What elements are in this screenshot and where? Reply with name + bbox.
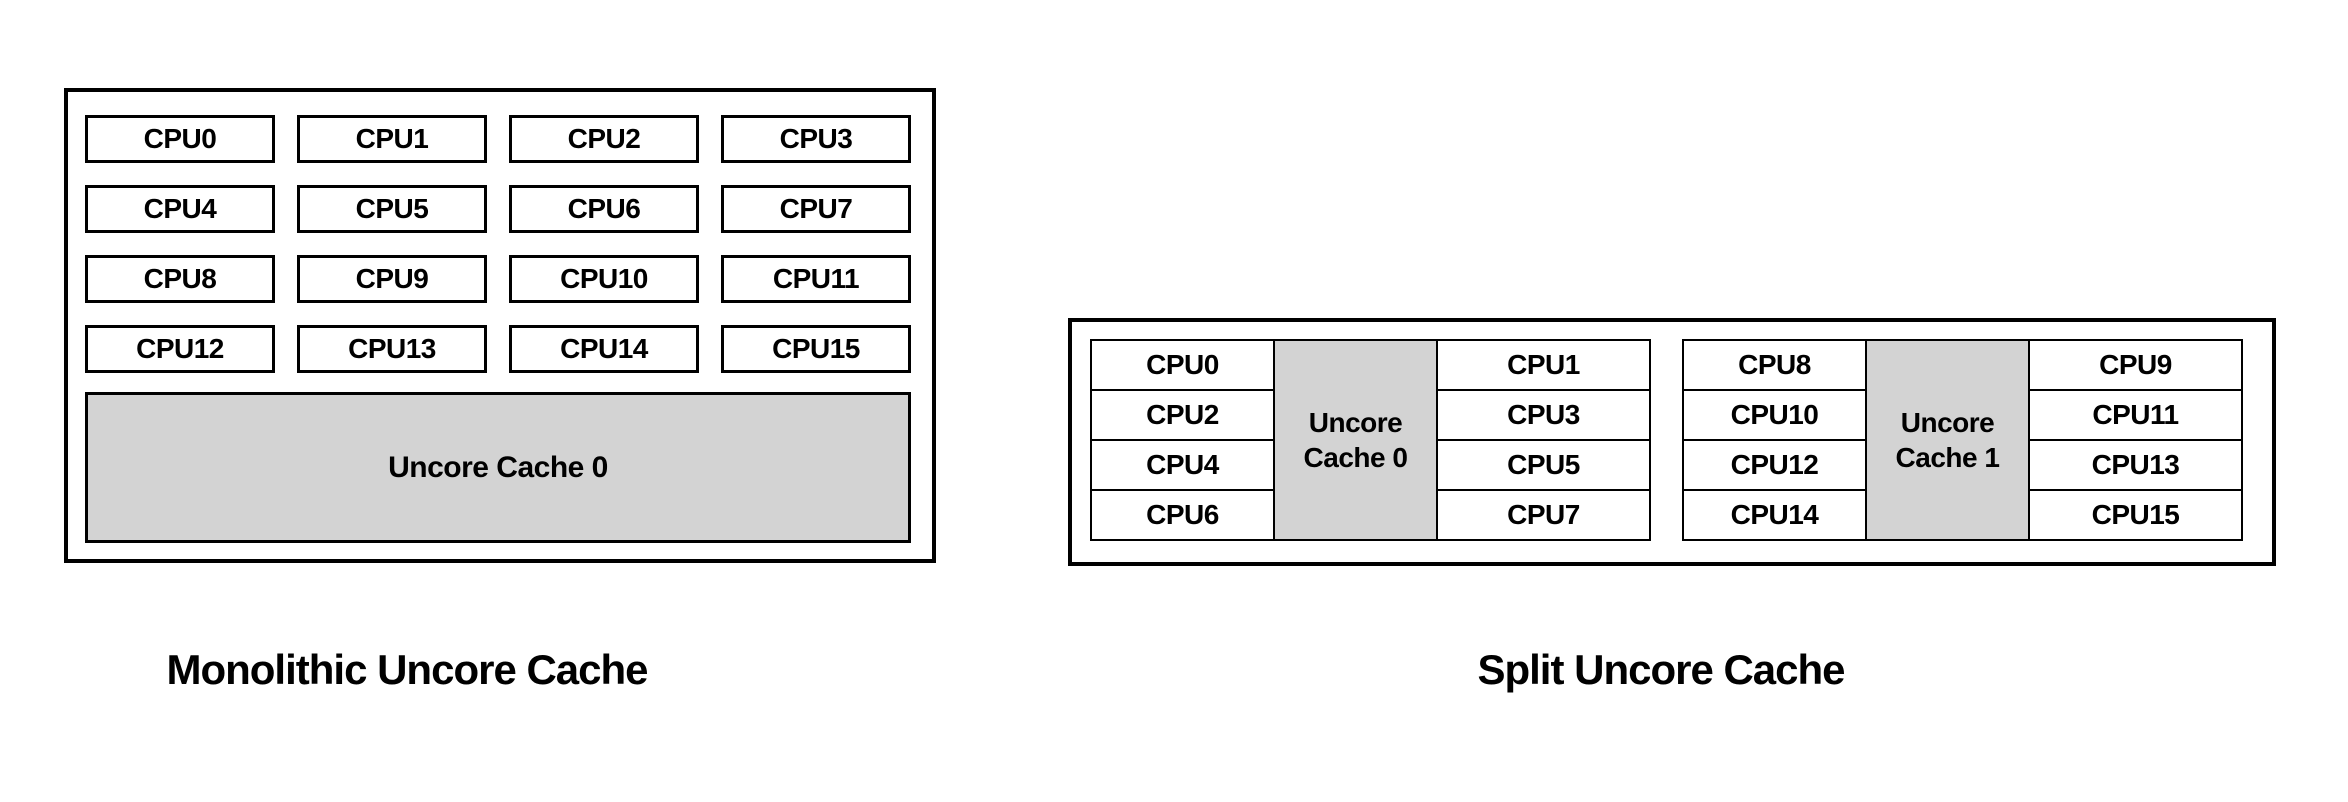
- cpu-box: CPU1: [297, 115, 487, 163]
- cpu-box: CPU14: [1684, 491, 1865, 539]
- cpu-box: CPU6: [509, 185, 699, 233]
- cpu-box: CPU8: [85, 255, 275, 303]
- cpu-box: CPU2: [509, 115, 699, 163]
- monolithic-diagram: CPU0 CPU1 CPU2 CPU3 CPU4 CPU5 CPU6 CPU7 …: [64, 88, 936, 563]
- cpu-box: CPU6: [1092, 491, 1273, 539]
- cpu-box: CPU0: [1092, 341, 1273, 389]
- cpu-box: CPU9: [2030, 341, 2241, 389]
- split-cluster-1: CPU8 CPU10 CPU12 CPU14 Uncore Cache 1 CP…: [1682, 339, 2243, 541]
- cpu-box: CPU4: [85, 185, 275, 233]
- cpu-box: CPU13: [297, 325, 487, 373]
- split-diagram: CPU0 CPU2 CPU4 CPU6 Uncore Cache 0 CPU1 …: [1068, 318, 2276, 566]
- cpu-box: CPU11: [721, 255, 911, 303]
- cpu-box: CPU12: [85, 325, 275, 373]
- cpu-box: CPU5: [297, 185, 487, 233]
- cpu-box: CPU4: [1092, 441, 1273, 489]
- cpu-box: CPU13: [2030, 441, 2241, 489]
- cpu-box: CPU8: [1684, 341, 1865, 389]
- mono-cpu-row-2: CPU4 CPU5 CPU6 CPU7: [85, 185, 911, 233]
- mono-cpu-row-3: CPU8 CPU9 CPU10 CPU11: [85, 255, 911, 303]
- cpu-box: CPU1: [1438, 341, 1649, 389]
- cpu-box: CPU12: [1684, 441, 1865, 489]
- cpu-box: CPU7: [721, 185, 911, 233]
- split-uncore-cache-1-box: Uncore Cache 1: [1867, 341, 2028, 539]
- cpu-box: CPU15: [721, 325, 911, 373]
- cpu-box: CPU14: [509, 325, 699, 373]
- mono-cpu-row-4: CPU12 CPU13 CPU14 CPU15: [85, 325, 911, 373]
- cpu-box: CPU3: [721, 115, 911, 163]
- split-caption: Split Uncore Cache: [1477, 646, 1845, 693]
- mono-caption: Monolithic Uncore Cache: [166, 646, 648, 693]
- cpu-box: CPU7: [1438, 491, 1649, 539]
- cpu-box: CPU10: [509, 255, 699, 303]
- cpu-box: CPU11: [2030, 391, 2241, 439]
- cpu-box: CPU3: [1438, 391, 1649, 439]
- cpu-box: CPU10: [1684, 391, 1865, 439]
- mono-cpu-row-1: CPU0 CPU1 CPU2 CPU3: [85, 115, 911, 163]
- mono-uncore-cache-box: Uncore Cache 0: [85, 392, 911, 543]
- cpu-box: CPU5: [1438, 441, 1649, 489]
- cpu-box: CPU0: [85, 115, 275, 163]
- split-uncore-cache-0-box: Uncore Cache 0: [1275, 341, 1436, 539]
- split-cluster-0: CPU0 CPU2 CPU4 CPU6 Uncore Cache 0 CPU1 …: [1090, 339, 1651, 541]
- cpu-box: CPU15: [2030, 491, 2241, 539]
- cpu-box: CPU2: [1092, 391, 1273, 439]
- cpu-box: CPU9: [297, 255, 487, 303]
